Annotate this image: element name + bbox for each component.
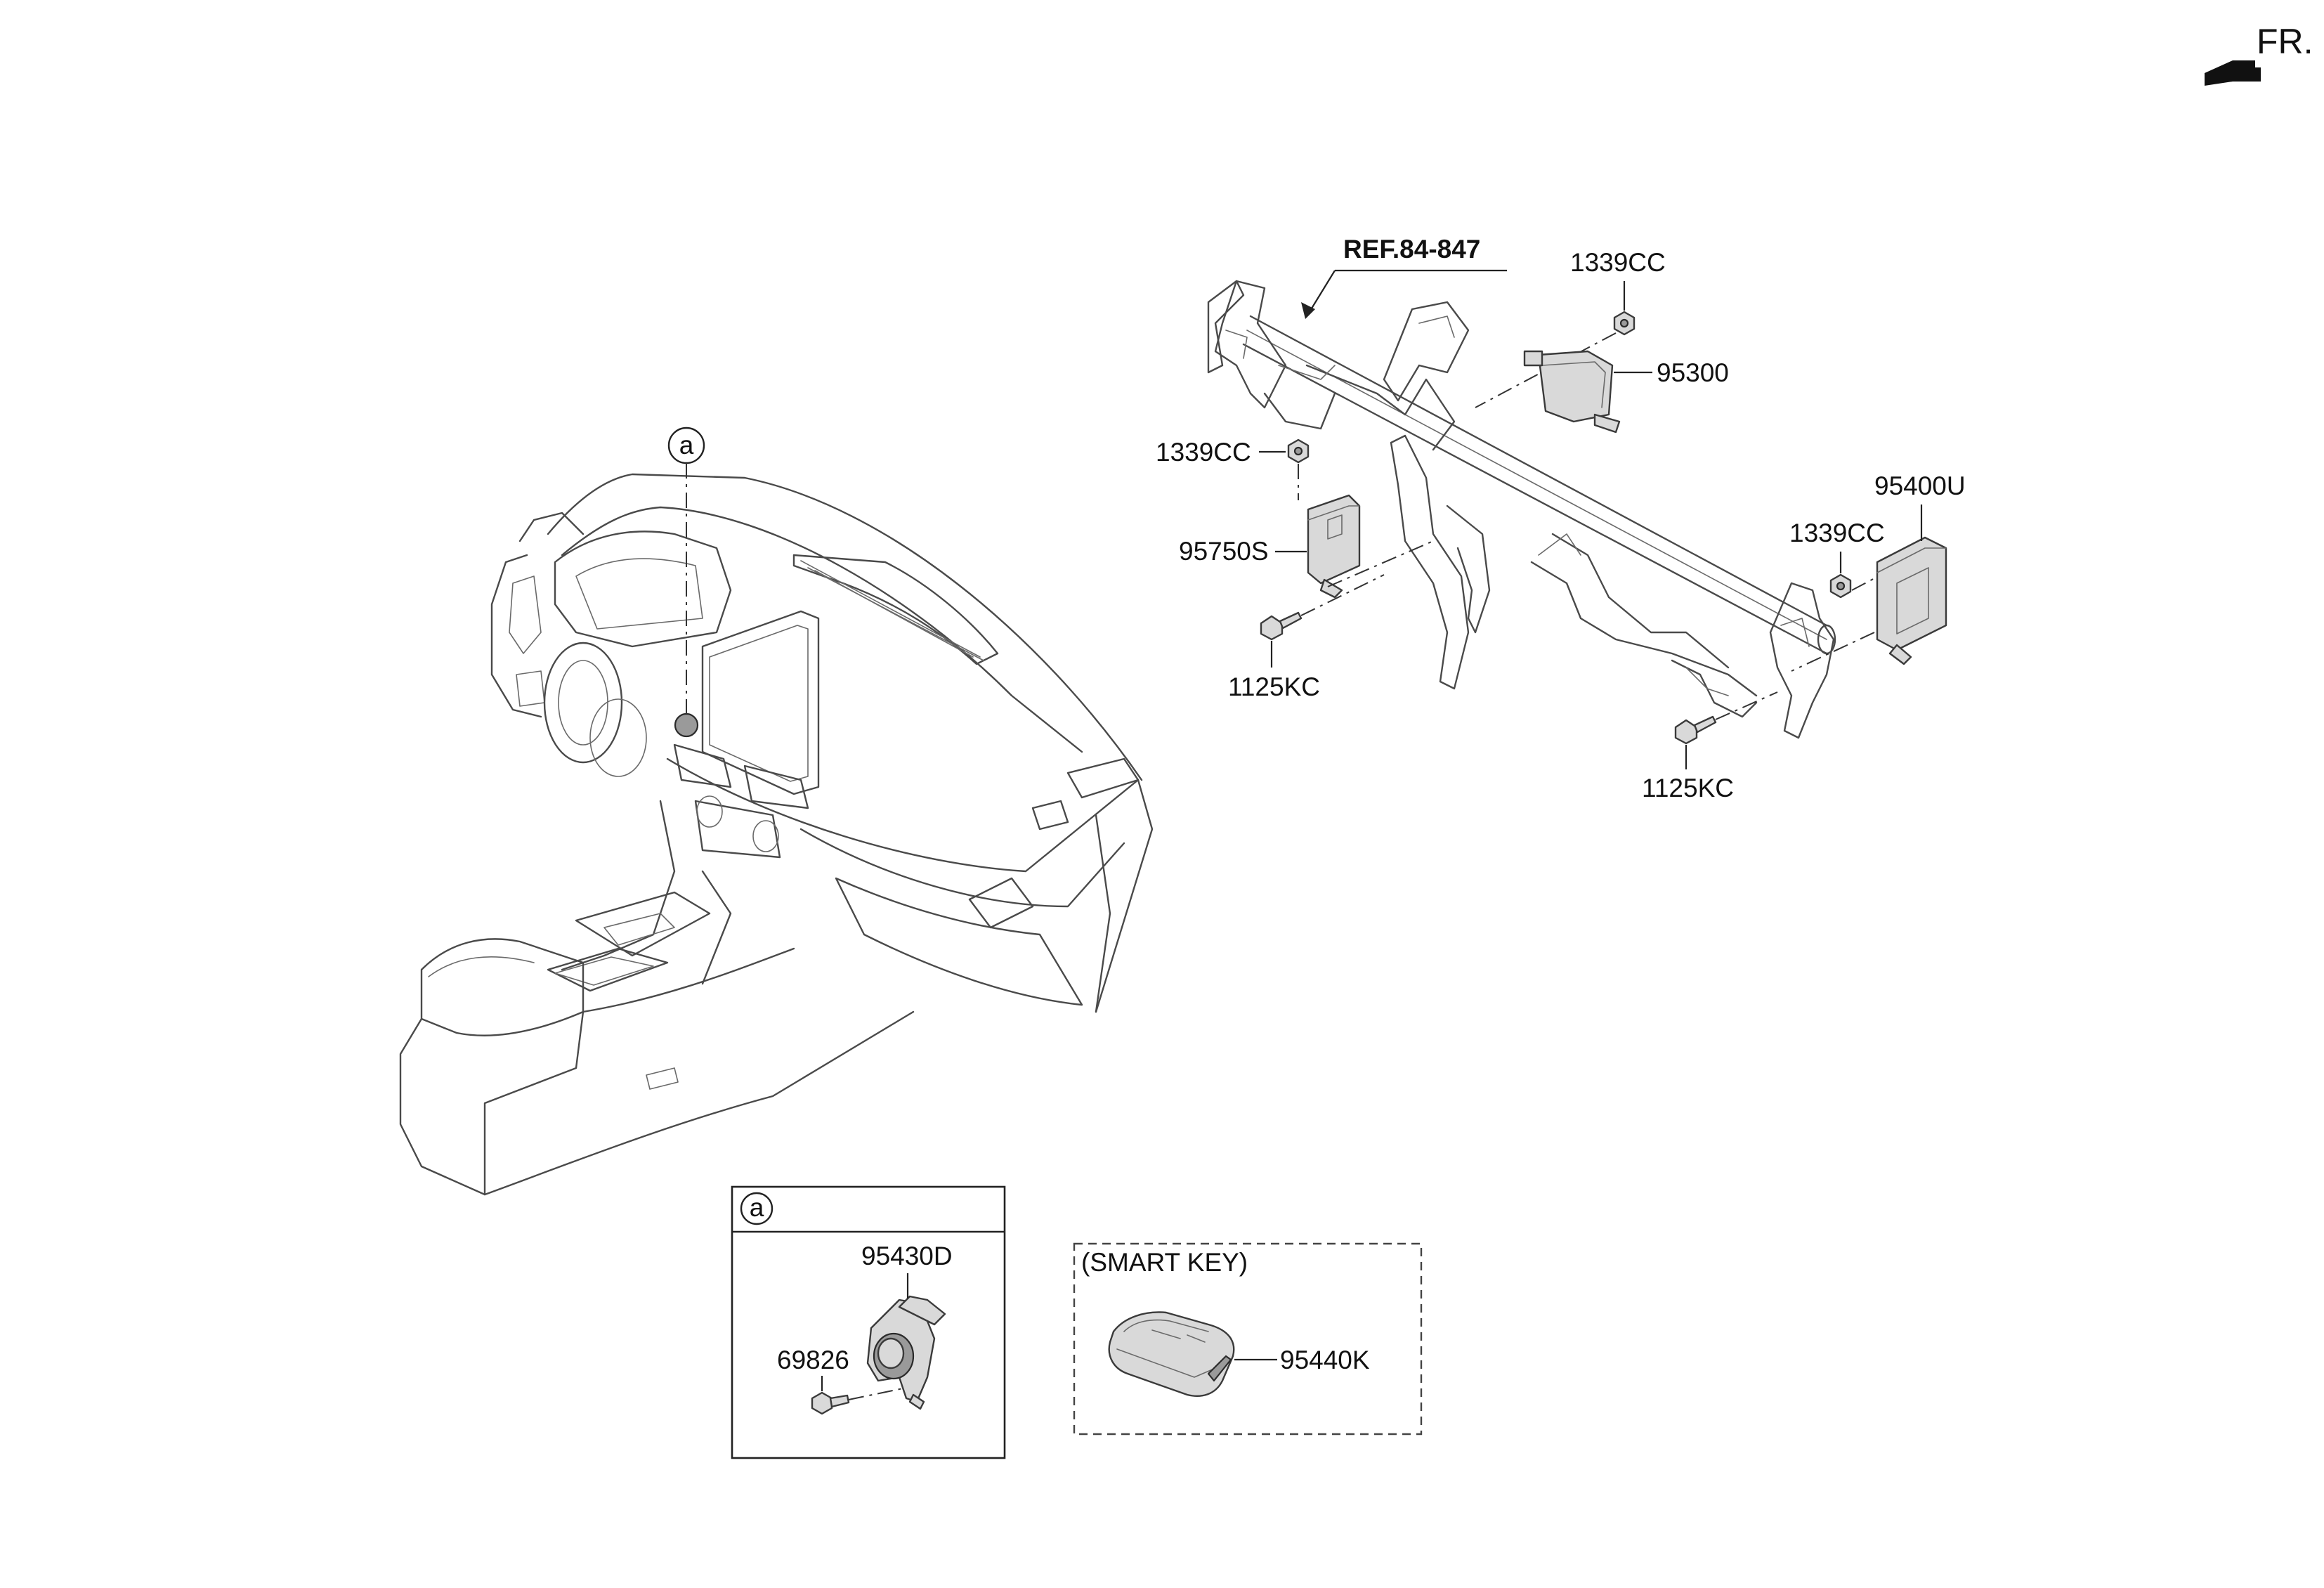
bolt-right-label: 1125KC (1642, 774, 1734, 802)
reference-callout: REF.84-847 (1301, 235, 1507, 319)
nut-right-callout: 1339CC (1789, 519, 1885, 599)
smart-key-part-label: 95440K (1280, 1346, 1370, 1374)
screw-icon (811, 1391, 833, 1415)
nut-top-callout: 1339CC (1475, 248, 1666, 408)
front-arrow-icon (2205, 60, 2261, 86)
bolt-left-fastener-line (1300, 574, 1385, 616)
front-label: FR. (2257, 22, 2313, 61)
smart-key-icon (1108, 1311, 1235, 1397)
detail-a-marker-label: a (679, 431, 694, 460)
module-95400u-label: 95400U (1874, 471, 1966, 500)
detail-a-callout: a (667, 427, 705, 714)
module-95400u-icon (1876, 536, 1947, 651)
module-95400u-callout: 95400U (1791, 471, 1966, 672)
smart-key-title: (SMART KEY) (1081, 1248, 1248, 1277)
detail-box-marker-label: a (750, 1193, 764, 1222)
module-95750s-icon (1307, 494, 1361, 585)
smart-key-frame (1073, 1242, 1423, 1436)
front-direction-indicator: FR. (2205, 22, 2313, 86)
switch-part-label: 95430D (861, 1242, 953, 1270)
module-95300-label: 95300 (1657, 358, 1729, 387)
nut-right-label: 1339CC (1789, 519, 1885, 547)
reference-arrow-icon (1301, 302, 1315, 319)
dashboard-illustration (399, 473, 1154, 1196)
bolt-left-callout: 1125KC (1228, 574, 1385, 701)
nut-top-label: 1339CC (1570, 248, 1666, 277)
reference-leader (1307, 270, 1336, 315)
module-95300-callout: 95300 (1523, 350, 1729, 434)
bolt-left-label: 1125KC (1228, 672, 1320, 701)
bolt-right-icon (1674, 719, 1698, 745)
smart-key-fob (1108, 1311, 1235, 1397)
screw-part-label: 69826 (777, 1346, 849, 1374)
module-95750s-label: 95750S (1179, 537, 1269, 566)
nut-left-callout: 1339CC (1156, 438, 1310, 500)
module-95300-icon (1537, 350, 1614, 423)
nut-top-fastener-line (1475, 332, 1617, 408)
module-95400u-fastener-line (1791, 632, 1875, 672)
start-switch-part: 95430D (861, 1242, 953, 1410)
detail-box-frame (731, 1185, 1006, 1459)
nut-left-label: 1339CC (1156, 438, 1251, 467)
screw-fastener-line (848, 1387, 907, 1400)
start-button-location (674, 712, 699, 738)
detail-box-a: a 95430D 69826 (731, 1185, 1006, 1459)
smart-key-box: (SMART KEY) 95440K (1073, 1242, 1423, 1436)
module-95750s-fastener-line (1327, 540, 1434, 587)
screw-part: 69826 (777, 1346, 907, 1415)
nut-right-fastener-line (1851, 577, 1876, 591)
bolt-right-callout: 1125KC (1642, 691, 1778, 802)
module-95750s-callout: 95750S (1179, 494, 1434, 599)
reference-label: REF.84-847 (1343, 235, 1480, 263)
cowl-crossbar-assembly (1207, 280, 1836, 739)
bolt-right-fastener-line (1715, 691, 1778, 720)
detail-box-marker (740, 1192, 773, 1225)
bolt-left-icon (1260, 615, 1284, 641)
